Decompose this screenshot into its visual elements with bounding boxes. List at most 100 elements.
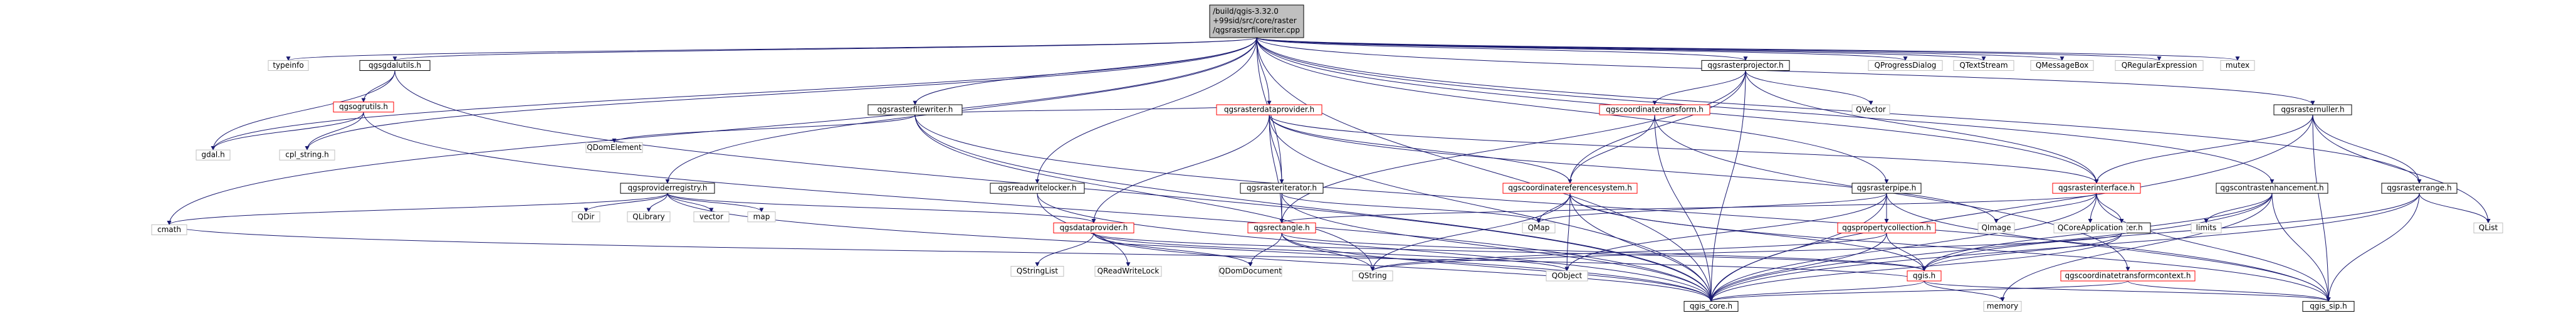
node-qgsrectangle-h[interactable]: qgsrectangle.h [1247, 222, 1316, 233]
node-label: cpl_string.h [285, 151, 328, 159]
edge-qgsrasterdataprovider_h-to-qgsrasterinterface_h [1269, 115, 2099, 184]
edge-qgsogrutils_h-to-gdal_h [211, 112, 364, 151]
node-label: QMap [1528, 223, 1550, 232]
node-qmessagebox: QMessageBox [2030, 60, 2094, 71]
edge-qgsraster_h-to-qgis_h [1922, 233, 2122, 272]
edge-root-to-gdal_h [211, 37, 1257, 151]
node-box [1851, 104, 1890, 115]
node-box [2053, 222, 2127, 233]
root-title-line: +99sid/src/core/raster [1213, 16, 1297, 25]
node-qprogressdialog: QProgressDialog [1868, 60, 1943, 71]
node-qgis-h[interactable]: qgis.h [1907, 270, 1942, 282]
node-qgscoordinatetransformcontext-h[interactable]: qgscoordinatetransformcontext.h [2060, 270, 2196, 282]
dependency-edges [167, 37, 2491, 302]
node-qgsogrutils-h[interactable]: qgsogrutils.h [333, 102, 394, 113]
node-label: qgscoordinatetransform.h [1606, 105, 1704, 114]
edge-qgsrasterinterface_h-to-qgis_core_h [1709, 193, 2097, 302]
edge-qgsrasterinterface_h-to-qgis_sip_h [2096, 193, 2331, 302]
node-qgscoordinatetransform-h[interactable]: qgscoordinatetransform.h [1599, 104, 1710, 115]
node-qgsrasterdataprovider-h[interactable]: qgsrasterdataprovider.h [1216, 104, 1322, 115]
node-box [333, 102, 394, 113]
node-box [1953, 60, 2014, 71]
node-box [1053, 222, 1134, 233]
node-box [2030, 60, 2094, 71]
edge-qgsrasterrange_h-to-qgis_sip_h [2326, 193, 2420, 302]
node-label: limits [2196, 223, 2217, 232]
node-label: QProgressDialog [1875, 61, 1937, 70]
node-label: qgsreadwritelocker.h [998, 184, 1076, 193]
edge-qgscoordinatereferencesystem_h-to-qmap [1536, 193, 1571, 224]
node-qgsproviderregistry-h[interactable]: qgsproviderregistry.h [620, 183, 715, 194]
node-qmap: QMap [1522, 222, 1556, 233]
node-label: cmath [157, 225, 181, 234]
node-qdomelement: QDomElement [585, 142, 643, 153]
node-box [2115, 60, 2204, 71]
node-qgsrasterrange-h[interactable]: qgsrasterrange.h [2381, 183, 2458, 194]
node-qgis-core-h[interactable]: qgis_core.h [1683, 300, 1739, 312]
edge-root-to-mutex [1256, 37, 2239, 61]
node-box [1352, 270, 1393, 282]
edge-qgscoordinatetransform_h-to-qgscoordinatereferencesystem_h [1568, 115, 1655, 184]
node-qgsrasterfilewriter-h[interactable]: qgsrasterfilewriter.h [867, 104, 963, 115]
node-memory: memory [1983, 300, 2022, 312]
node-box [1240, 183, 1324, 194]
node-qgsdataprovider-h[interactable]: qgsdataprovider.h [1053, 222, 1134, 233]
node-qtextstream: QTextStream [1953, 60, 2014, 71]
node-box [1683, 300, 1739, 312]
node-label: QRegularExpression [2122, 61, 2197, 70]
node-label: qgsrasterprojector.h [1707, 61, 1783, 70]
edge-qgscoordinatereferencesystem_h-to-qobject [1564, 193, 1571, 272]
root-title-line: /build/qgis-3.32.0 [1213, 7, 1279, 16]
node-box [1837, 222, 1936, 233]
node-label: qgsproviderregistry.h [628, 184, 708, 193]
edge-root-to-qgsrasterprojector_h [1256, 37, 1748, 61]
node-label: typeinfo [273, 61, 303, 70]
node-cpl-string-h: cpl_string.h [279, 149, 335, 161]
node-qgis-sip-h[interactable]: qgis_sip.h [2302, 300, 2355, 312]
node-qgsrasteriterator-h[interactable]: qgsrasteriterator.h [1240, 183, 1324, 194]
node-qgsrasternuller-h[interactable]: qgsrasternuller.h [2273, 104, 2352, 115]
node-root-box [1209, 4, 1304, 38]
node-qobject: QObject [1546, 270, 1588, 282]
node-qgscontrastenhancement-h[interactable]: qgscontrastenhancement.h [2216, 183, 2328, 194]
node-label: QString [1358, 271, 1386, 280]
edge-qgsrectangle_h-to-qgis_h [1281, 233, 1927, 272]
node-vector: vector [693, 211, 730, 223]
edge-qgsrectangle_h-to-qgis_core_h [1281, 233, 1714, 302]
node-box [2216, 183, 2328, 194]
node-qdir: QDir [572, 211, 600, 223]
edge-qgsrasterrange_h-to-qlist [2419, 193, 2491, 224]
node-label: qgscoordinatetransformcontext.h [2065, 271, 2191, 280]
edge-root-to-qprogressdialog [1256, 37, 1908, 61]
node-qgsgdalutils-h[interactable]: qgsgdalutils.h [359, 60, 431, 71]
edge-root-to-qgsgdalutils_h [392, 37, 1257, 61]
node-qgsrasterprojector-h[interactable]: qgsrasterprojector.h [1701, 60, 1790, 71]
node-label: map [753, 212, 770, 221]
edge-qgsrasterdataprovider_h-to-qgscoordinatereferencesystem_h [1269, 115, 1573, 184]
node-box [2220, 60, 2255, 71]
node-qgspropertycollection-h[interactable]: qgspropertycollection.h [1837, 222, 1936, 233]
node-box [2381, 183, 2458, 194]
node-qgsrasterpipe-h[interactable]: qgsrasterpipe.h [1851, 183, 1922, 194]
edge-qgsrasteriterator_h-to-qgis_core_h [1281, 193, 1714, 302]
node-box [279, 149, 335, 161]
node-box [1010, 266, 1064, 277]
edge-qgsrasterprojector_h-to-qgsrectangle_h [1279, 70, 1746, 224]
edge-qgsrasterprojector_h-to-qgis_core_h [1709, 70, 1746, 302]
edge-root-to-qgscontrastenhancement_h [1256, 37, 2275, 184]
node-qregularexpression: QRegularExpression [2115, 60, 2204, 71]
edge-qgsproviderregistry_h-to-vector [667, 193, 714, 213]
node-label: qgsrasterpipe.h [1857, 184, 1916, 193]
node-qgscoordinatereferencesystem-h[interactable]: qgscoordinatereferencesystem.h [1502, 183, 1638, 194]
edge-qgsrasterdataprovider_h-to-qimage [1269, 115, 1999, 224]
edge-qgspropertycollection_h-to-qgis_h [1886, 233, 1927, 272]
node-qlist: QList [2473, 222, 2503, 233]
node-box [1977, 222, 2015, 233]
edge-qgscontrastenhancement_h-to-qgis_sip_h [2271, 193, 2331, 302]
node-qgsrasterinterface-h[interactable]: qgsrasterinterface.h [2052, 183, 2141, 194]
node-box [1546, 270, 1588, 282]
edge-root-to-qgsrasterpipe_h [1256, 37, 1889, 184]
node-box [620, 183, 715, 194]
node-label: QCoreApplication [2058, 223, 2123, 232]
node-qgsreadwritelocker-h[interactable]: qgsreadwritelocker.h [990, 183, 1085, 194]
